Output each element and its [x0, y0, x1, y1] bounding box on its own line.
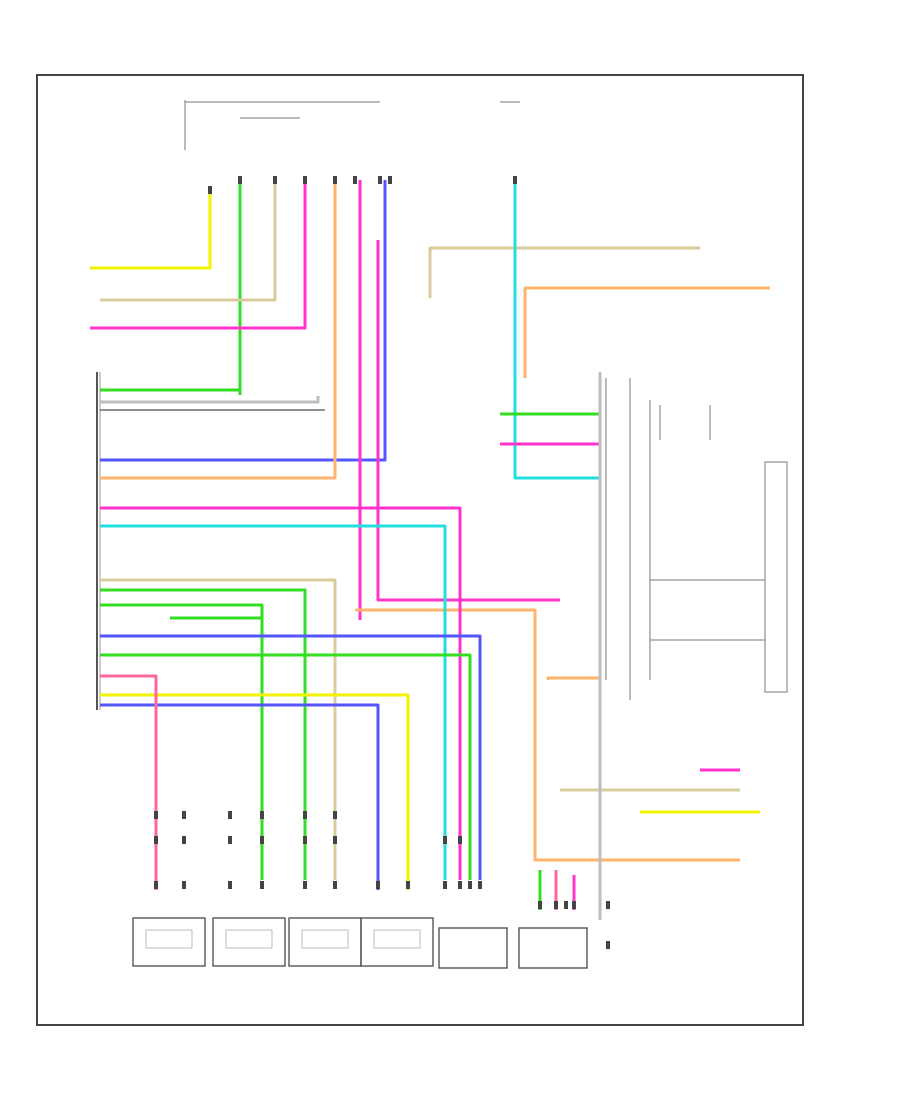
wire-cyan-13: [100, 524, 447, 880]
connector-pin: [606, 901, 610, 909]
connector-pin: [333, 881, 337, 889]
wire-tan-5: [100, 180, 277, 302]
connector-pin: [554, 901, 558, 909]
connector-pin: [303, 176, 307, 184]
connector-pin: [333, 176, 337, 184]
connector-pin: [228, 836, 232, 844]
wire-pink-12: [100, 506, 462, 880]
control-unit-connector: [96, 372, 101, 710]
connector-pin: [182, 811, 186, 819]
connector-pin: [468, 881, 472, 889]
connector-pin: [606, 941, 610, 949]
connector-pin: [333, 836, 337, 844]
connector-pin: [443, 836, 447, 844]
connector-pin: [353, 176, 357, 184]
wire-blue-7: [100, 180, 387, 462]
wire-blue-24: [100, 703, 380, 890]
connector-pin: [564, 901, 568, 909]
wire-orange-10: [355, 608, 740, 862]
diagram-frame: [36, 74, 804, 1026]
connector-pin: [260, 811, 264, 819]
switch-module: [605, 378, 788, 700]
wire-tan-20: [100, 578, 337, 880]
wire-pink-4: [90, 180, 307, 330]
wire-cyan-14: [513, 180, 600, 480]
actuator-box-1: [132, 917, 206, 967]
connector-pin: [260, 836, 264, 844]
connector-pin: [333, 811, 337, 819]
wire-orange-27: [546, 676, 600, 680]
connector-pin: [478, 881, 482, 889]
connector-pin: [154, 881, 158, 889]
wire-red-25: [100, 674, 158, 890]
wire-green-19: [100, 603, 264, 880]
connector-pin: [228, 811, 232, 819]
connector-mark-layer: [154, 176, 610, 949]
wire-orange-15: [523, 286, 770, 378]
connector-pin: [513, 176, 517, 184]
connector-pin: [458, 881, 462, 889]
connector-pin: [388, 176, 392, 184]
connector-pin: [182, 881, 186, 889]
connector-pin: [260, 881, 264, 889]
connector-pin: [303, 811, 307, 819]
connector-pin: [154, 836, 158, 844]
fuse-header: [184, 100, 520, 150]
connector-pin: [208, 186, 212, 194]
connector-pin: [376, 881, 380, 889]
connector-pin: [228, 881, 232, 889]
connector-pin: [458, 836, 462, 844]
actuator-boxes: [132, 917, 588, 969]
wire-green-18: [100, 588, 307, 880]
wire-green-22: [100, 653, 472, 880]
wire-orange-8: [100, 180, 337, 480]
sensor-box-2: [518, 927, 588, 969]
actuator-box-3: [288, 917, 362, 967]
connector-pin: [303, 881, 307, 889]
connector-pin: [406, 881, 410, 889]
wire-green-2: [100, 180, 242, 392]
connector-pin: [154, 811, 158, 819]
wire-gray-35: [100, 396, 320, 404]
wire-pink-11: [376, 240, 560, 602]
connector-pin: [303, 836, 307, 844]
connector-pin: [273, 176, 277, 184]
wire-yellow-23: [100, 693, 410, 890]
wire-tan-6: [428, 246, 700, 298]
actuator-box-2: [212, 917, 286, 967]
connector-pin: [443, 881, 447, 889]
wire-blue-21: [100, 634, 482, 880]
actuator-inner: [145, 929, 421, 949]
wire-layer: [90, 180, 770, 920]
connector-pin: [238, 176, 242, 184]
sensor-box-1: [438, 927, 508, 969]
connector-pin: [538, 901, 542, 909]
wire-yellow-1: [90, 190, 212, 270]
connector-pin: [378, 176, 382, 184]
actuator-box-4: [360, 917, 434, 967]
connector-pin: [182, 836, 186, 844]
connector-pin: [572, 901, 576, 909]
